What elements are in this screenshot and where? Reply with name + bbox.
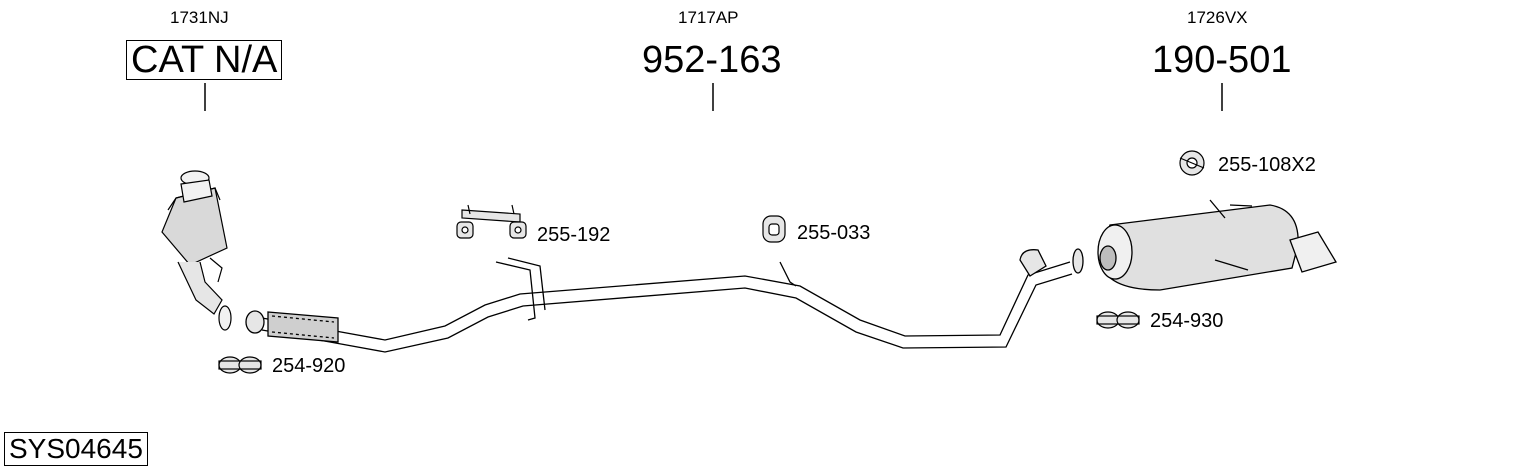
- part-number-pipe: 952-163: [642, 39, 782, 81]
- accessory-label-ring: 255-108X2: [1218, 154, 1316, 176]
- part-number-muffler: 190-501: [1152, 39, 1292, 81]
- oe-ref-cat: 1731NJ: [170, 8, 229, 27]
- rear-muffler: [1097, 199, 1337, 291]
- clamp-254-930-icon: [1096, 311, 1140, 329]
- oe-ref-muffler: 1726VX: [1187, 8, 1248, 27]
- accessory-label-clamp-rear: 254-930: [1150, 310, 1224, 332]
- accessory-label-clamp-front: 254-920: [272, 355, 346, 377]
- accessory-label-hanger: 255-192: [537, 224, 611, 246]
- accessory-label-mount: 255-033: [797, 222, 871, 244]
- hanger-255-192-icon: [456, 204, 527, 239]
- clamp-254-920-icon: [218, 356, 262, 374]
- rubber-ring-255-108X2-icon: [1179, 150, 1205, 176]
- part-number-cat: CAT N/A: [126, 40, 283, 80]
- system-id: SYS04645: [4, 432, 148, 466]
- rubber-mount-255-033-icon: [762, 215, 786, 243]
- oe-ref-pipe: 1717AP: [678, 8, 739, 27]
- middle-pipe: [245, 248, 1084, 353]
- catalytic-converter: [161, 170, 232, 331]
